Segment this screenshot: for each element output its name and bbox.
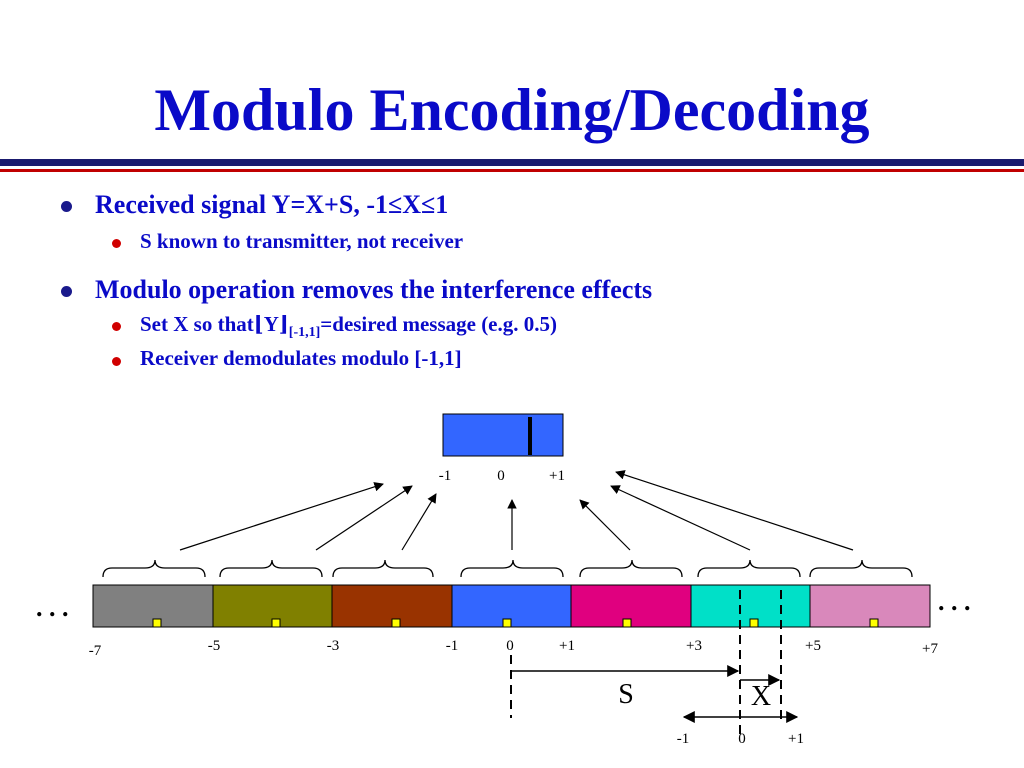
label-plus7: +7 <box>922 641 938 657</box>
title-rule-navy <box>0 159 1024 166</box>
marker <box>271 618 281 628</box>
label-plus1: +1 <box>559 638 575 654</box>
marker <box>622 618 632 628</box>
brace <box>332 559 434 578</box>
arrow <box>610 485 751 551</box>
arrow <box>179 482 384 551</box>
brace <box>579 559 683 578</box>
marker <box>391 618 401 628</box>
sub-bullet-set-x: Set X so that⌊Y⌋[-1,1]=desired message (… <box>140 311 557 341</box>
bullet-dot <box>61 286 72 297</box>
marker <box>869 618 879 628</box>
marker <box>502 618 512 628</box>
sub-bullet-dot <box>112 322 121 331</box>
top-label-minus1: -1 <box>439 468 452 484</box>
label-plus3: +3 <box>686 638 702 654</box>
sub-bullet-dot <box>112 239 121 248</box>
floor-close-symbol: ⌋ <box>278 312 289 336</box>
lattice-markers <box>152 618 879 628</box>
ellipsis-left: . . . <box>36 593 69 622</box>
set-x-suffix: =desired message (e.g. 0.5) <box>320 312 557 336</box>
brace <box>809 559 913 578</box>
bullet-modulo-operation: Modulo operation removes the interferenc… <box>95 275 653 304</box>
top-label-0: 0 <box>497 468 505 484</box>
set-x-prefix: Set X so that <box>140 312 254 336</box>
segment-braces <box>102 559 913 578</box>
bottom-label-plus1: +1 <box>788 731 804 747</box>
top-label-plus1: +1 <box>549 468 565 484</box>
number-line-labels: -7 -5 -3 -1 0 +1 +3 +5 +7 <box>89 638 939 659</box>
label-minus1: -1 <box>446 638 459 654</box>
y-variable: Y <box>263 312 279 336</box>
bottom-label-minus1: -1 <box>677 731 690 747</box>
bullet-dot <box>61 201 72 212</box>
arrow <box>579 499 631 551</box>
mapping-arrows <box>179 470 854 551</box>
arrow <box>401 493 437 551</box>
label-minus3: -3 <box>327 638 340 654</box>
arrow <box>615 470 854 551</box>
s-label: S <box>618 679 634 710</box>
slide-title: Modulo Encoding/Decoding <box>154 77 870 143</box>
bottom-label-0: 0 <box>738 731 746 747</box>
x-label: X <box>751 681 771 712</box>
brace <box>697 559 801 578</box>
brace <box>460 559 564 578</box>
sub-bullet-receiver-demodulates: Receiver demodulates modulo [-1,1] <box>140 346 462 370</box>
interval-subscript: [-1,1] <box>288 325 321 340</box>
label-minus7: -7 <box>89 643 102 659</box>
label-minus5: -5 <box>208 638 221 654</box>
marker <box>749 618 759 628</box>
top-interval-box <box>442 413 564 457</box>
label-0: 0 <box>506 638 514 654</box>
label-plus5: +5 <box>805 638 821 654</box>
bullet-received-signal: Received signal Y=X+S, -1≤X≤1 <box>95 190 449 219</box>
ellipsis-right: . . . <box>938 587 971 616</box>
floor-open-symbol: ⌊ <box>253 312 264 336</box>
title-rule-red <box>0 169 1024 172</box>
brace <box>219 559 323 578</box>
arrow <box>315 485 413 551</box>
brace <box>102 559 206 578</box>
marker <box>152 618 162 628</box>
sub-bullet-s-known: S known to transmitter, not receiver <box>140 229 464 253</box>
sub-bullet-dot <box>112 357 121 366</box>
